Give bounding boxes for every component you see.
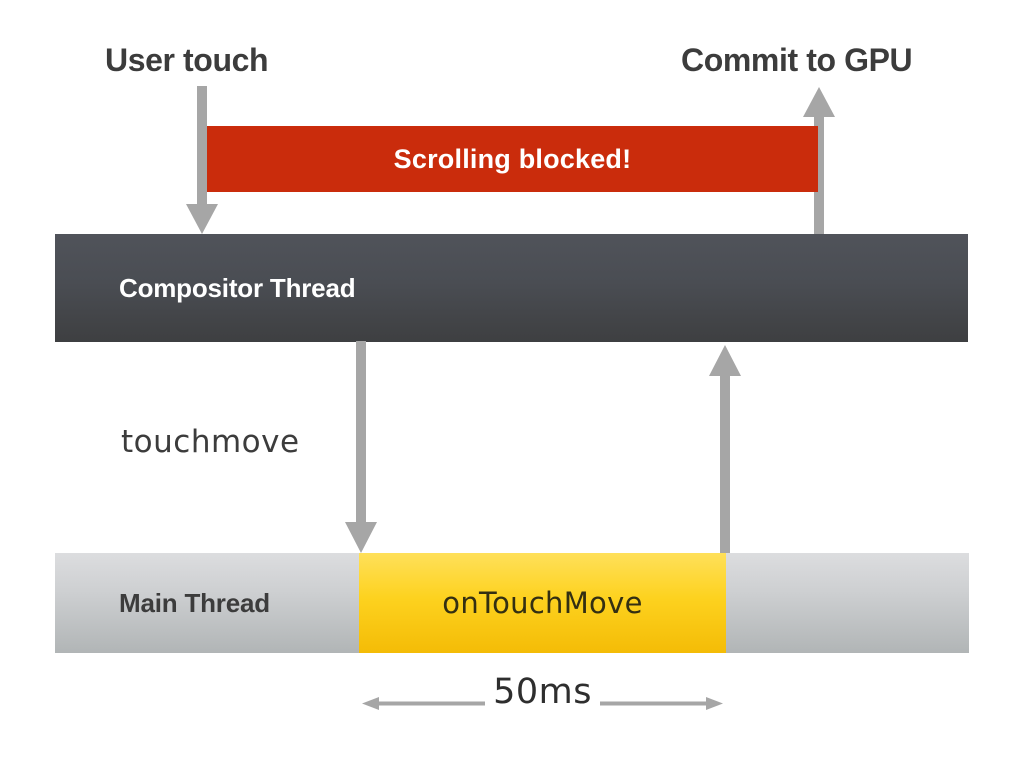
compositor-thread-label: Compositor Thread (119, 272, 356, 303)
ontouchmove-handler-block: onTouchMove (359, 553, 726, 653)
touchmove-down-arrow-icon (345, 341, 377, 553)
commit-to-gpu-up-arrow-icon (803, 87, 835, 235)
scrolling-blocked-bar: Scrolling blocked! (207, 126, 818, 192)
user-touch-label: User touch (105, 42, 269, 78)
ontouchmove-handler-label: onTouchMove (442, 586, 643, 620)
duration-label: 50ms (493, 672, 592, 712)
commit-to-gpu-label: Commit to GPU (681, 42, 913, 78)
main-thread-label: Main Thread (119, 587, 270, 618)
handler-return-up-arrow-icon (709, 345, 741, 553)
user-touch-down-arrow-icon (186, 86, 218, 234)
touchmove-event-label: touchmove (121, 424, 300, 460)
duration-dimension: 50ms (355, 672, 730, 736)
compositor-thread-bar: Compositor Thread (55, 234, 968, 342)
scrolling-blocked-label: Scrolling blocked! (393, 143, 632, 174)
duration-dimension-line-icon (362, 697, 723, 710)
